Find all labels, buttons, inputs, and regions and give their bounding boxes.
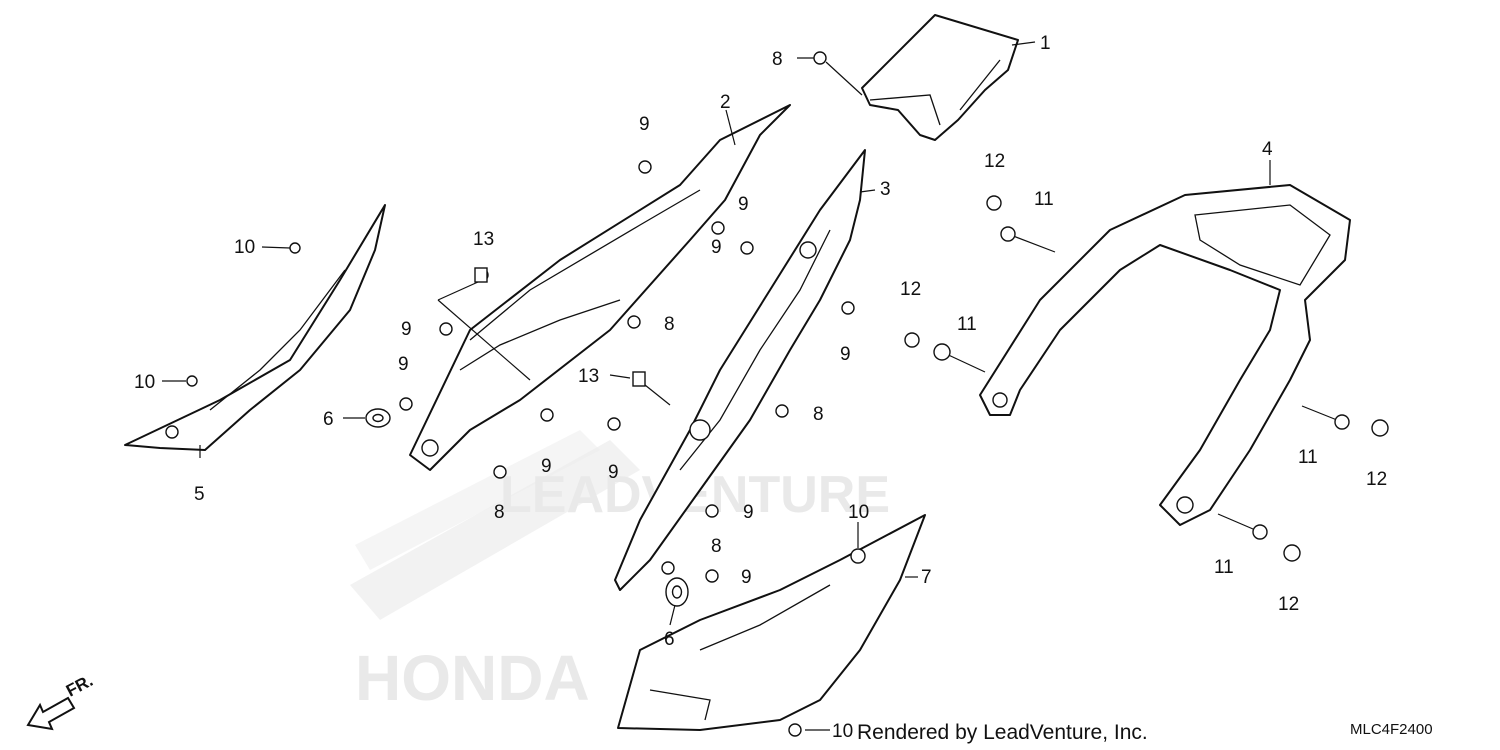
callout-9-c: 9 — [711, 237, 722, 258]
callout-8-c: 8 — [813, 404, 824, 425]
callout-9-j: 9 — [741, 567, 752, 588]
rendered-by-text: Rendered by LeadVenture, Inc. — [857, 721, 1148, 744]
honda-watermark-text: HONDA — [355, 642, 590, 714]
callout-12-c: 12 — [1366, 469, 1387, 490]
callout-1: 1 — [1040, 33, 1051, 54]
callout-11-c: 11 — [1298, 447, 1318, 468]
part-2-left-rear-cowl[interactable] — [409, 104, 791, 471]
callout-10-d: 10 — [832, 721, 853, 742]
honda-wing-watermark — [350, 430, 640, 620]
callout-9-g: 9 — [541, 456, 552, 477]
callout-9-f: 9 — [398, 354, 409, 375]
diagram-code: MLC4F2400 — [1350, 721, 1433, 738]
front-direction-arrow-icon: FR. — [26, 671, 96, 731]
callout-4: 4 — [1262, 139, 1273, 160]
callout-8-e: 8 — [711, 536, 722, 557]
leader-lines — [162, 41, 1271, 731]
callout-3: 3 — [880, 179, 891, 200]
callout-13-b: 13 — [578, 366, 599, 387]
callout-2: 2 — [720, 92, 731, 113]
bolt-11-a[interactable] — [1000, 226, 1056, 253]
callout-12-a: 12 — [984, 151, 1005, 172]
grommet-6-upper[interactable] — [365, 408, 391, 428]
callout-10-c: 10 — [848, 502, 869, 523]
callout-10-b: 10 — [134, 372, 155, 393]
callout-11-b: 11 — [957, 314, 977, 335]
part-1-seat-cowl[interactable] — [861, 14, 1019, 141]
grommet-6-lower[interactable] — [665, 577, 689, 607]
callout-labels: 1 8 2 9 3 4 12 11 9 10 13 9 12 11 9 8 9 … — [134, 33, 1387, 742]
callout-8-a: 8 — [772, 49, 783, 70]
part-3-right-rear-cowl[interactable] — [614, 149, 866, 591]
part-4-grab-rail[interactable] — [979, 184, 1351, 526]
callout-12-d: 12 — [1278, 594, 1299, 615]
callout-10-a: 10 — [234, 237, 255, 258]
direction-label: FR. — [63, 671, 96, 701]
callout-9-b: 9 — [738, 194, 749, 215]
callout-11-d: 11 — [1214, 557, 1234, 578]
bolt-11-b[interactable] — [933, 343, 986, 373]
callout-9-i: 9 — [743, 502, 754, 523]
callout-6-a: 6 — [323, 409, 334, 430]
callout-9-d: 9 — [401, 319, 412, 340]
callout-8-d: 8 — [494, 502, 505, 523]
callout-13-a: 13 — [473, 229, 494, 250]
part-5-side-cover[interactable] — [124, 204, 386, 451]
callout-11-a: 11 — [1034, 189, 1054, 210]
part-7-lower-cover[interactable] — [617, 514, 926, 731]
callout-9-e: 9 — [840, 344, 851, 365]
callout-12-b: 12 — [900, 279, 921, 300]
bolt-11-c[interactable] — [1301, 405, 1350, 430]
callout-6-b: 6 — [664, 629, 675, 650]
callout-9-h: 9 — [608, 462, 619, 483]
callout-9-a: 9 — [639, 114, 650, 135]
callout-5: 5 — [194, 484, 205, 505]
bolt-11-d[interactable] — [1217, 513, 1268, 540]
callout-7: 7 — [921, 567, 932, 588]
callout-8-b: 8 — [664, 314, 675, 335]
